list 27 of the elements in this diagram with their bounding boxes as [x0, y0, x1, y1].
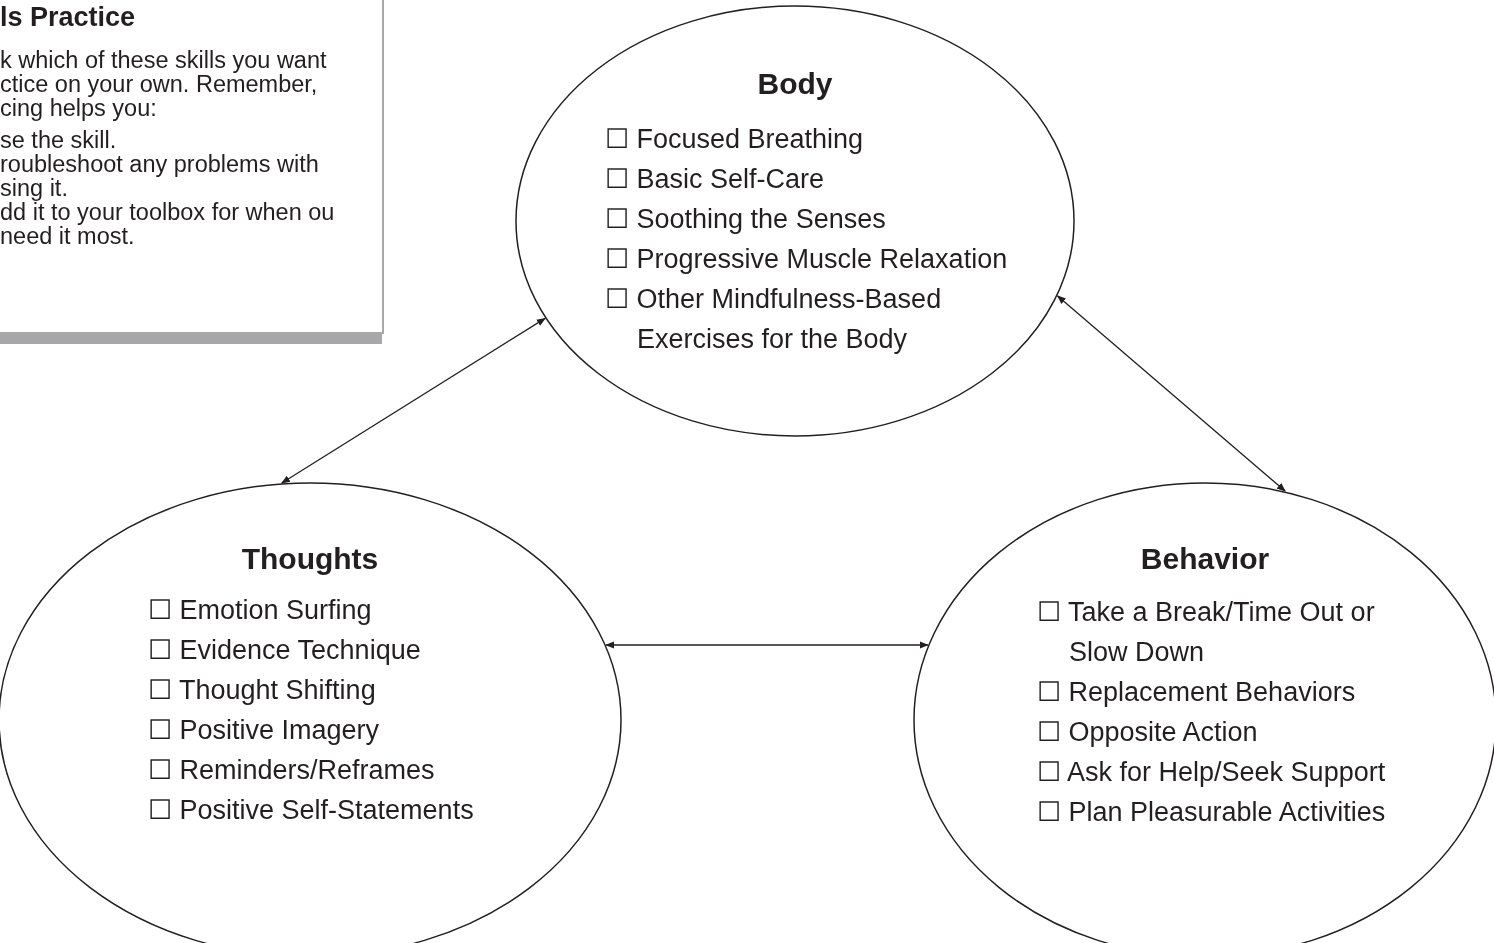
checklist-item: ☐ Evidence Technique	[148, 634, 422, 667]
section-heading: Body	[756, 67, 834, 101]
section-heading: Behavior	[1139, 542, 1271, 576]
checklist-item: ☐ Soothing the Senses	[605, 203, 887, 236]
checklist-item: ☐ Positive Self-Statements	[148, 794, 475, 827]
checklist-item: ☐ Plan Pleasurable Activities	[1037, 796, 1387, 829]
checklist-item: ☐ Progressive Muscle Relaxation	[605, 243, 1009, 276]
checklist-item: ☐ Positive Imagery	[148, 714, 381, 747]
checklist-item: ☐ Focused Breathing	[605, 123, 865, 156]
double-arrow	[281, 317, 546, 484]
checklist-item: ☐ Ask for Help/Seek Support	[1037, 756, 1387, 789]
checklist-item: ☐ Other Mindfulness-Based Exercises for the Body	[605, 283, 943, 356]
double-arrow	[1056, 295, 1286, 492]
checklist-item: ☐ Replacement Behaviors	[1037, 676, 1357, 709]
checklist-item: ☐ Thought Shifting	[148, 674, 377, 707]
checklist-item: ☐ Take a Break/Time Out or Slow Down	[1037, 596, 1376, 669]
checklist-item: ☐ Emotion Surfing	[148, 594, 373, 627]
checklist-item: ☐ Reminders/Reframes	[148, 754, 436, 787]
list-item: dd it to your toolbox for when ou need it most.	[0, 200, 336, 248]
double-arrow	[605, 641, 929, 649]
checklist-item: ☐ Opposite Action	[1037, 716, 1259, 749]
box-heading: ls Practice	[0, 2, 137, 33]
checklist-item: ☐ Basic Self-Care	[605, 163, 826, 196]
ellipse	[515, 5, 1075, 437]
instruction-text: k which of these skills you want ctice on your own. Remember, cing helps you:	[0, 48, 328, 120]
list-item: se the skill.	[0, 128, 118, 152]
section-heading: Thoughts	[240, 542, 380, 576]
